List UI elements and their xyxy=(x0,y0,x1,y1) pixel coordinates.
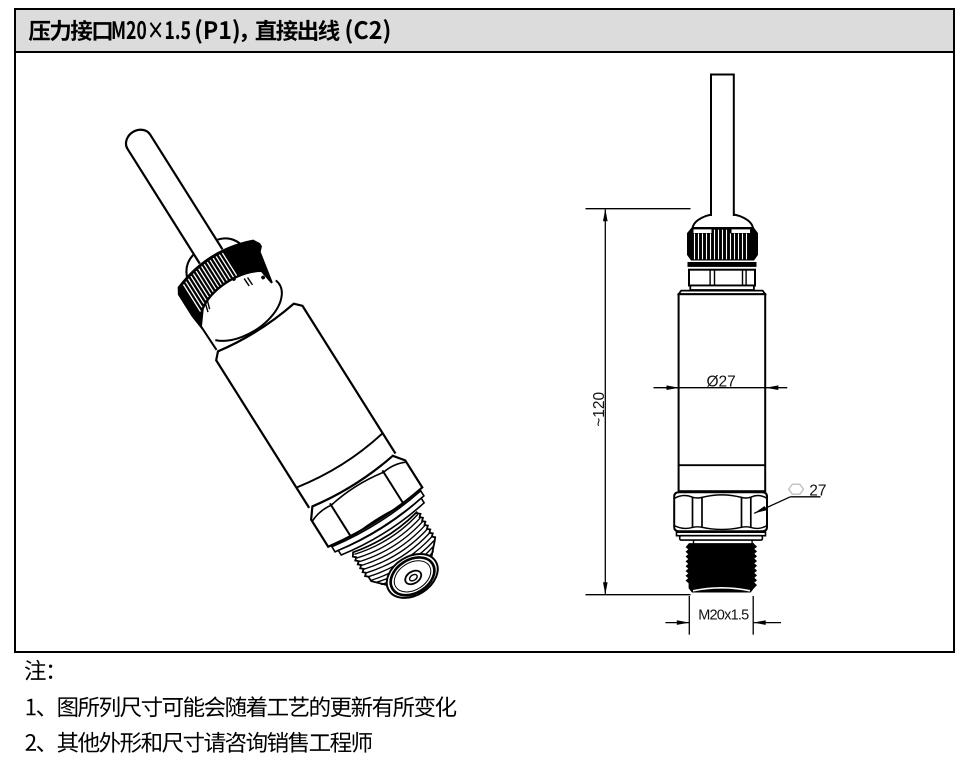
svg-text:27: 27 xyxy=(809,483,826,500)
svg-text:~120: ~120 xyxy=(591,392,608,427)
svg-text:M20x1.5: M20x1.5 xyxy=(698,608,749,624)
svg-text:Ø27: Ø27 xyxy=(707,374,736,391)
